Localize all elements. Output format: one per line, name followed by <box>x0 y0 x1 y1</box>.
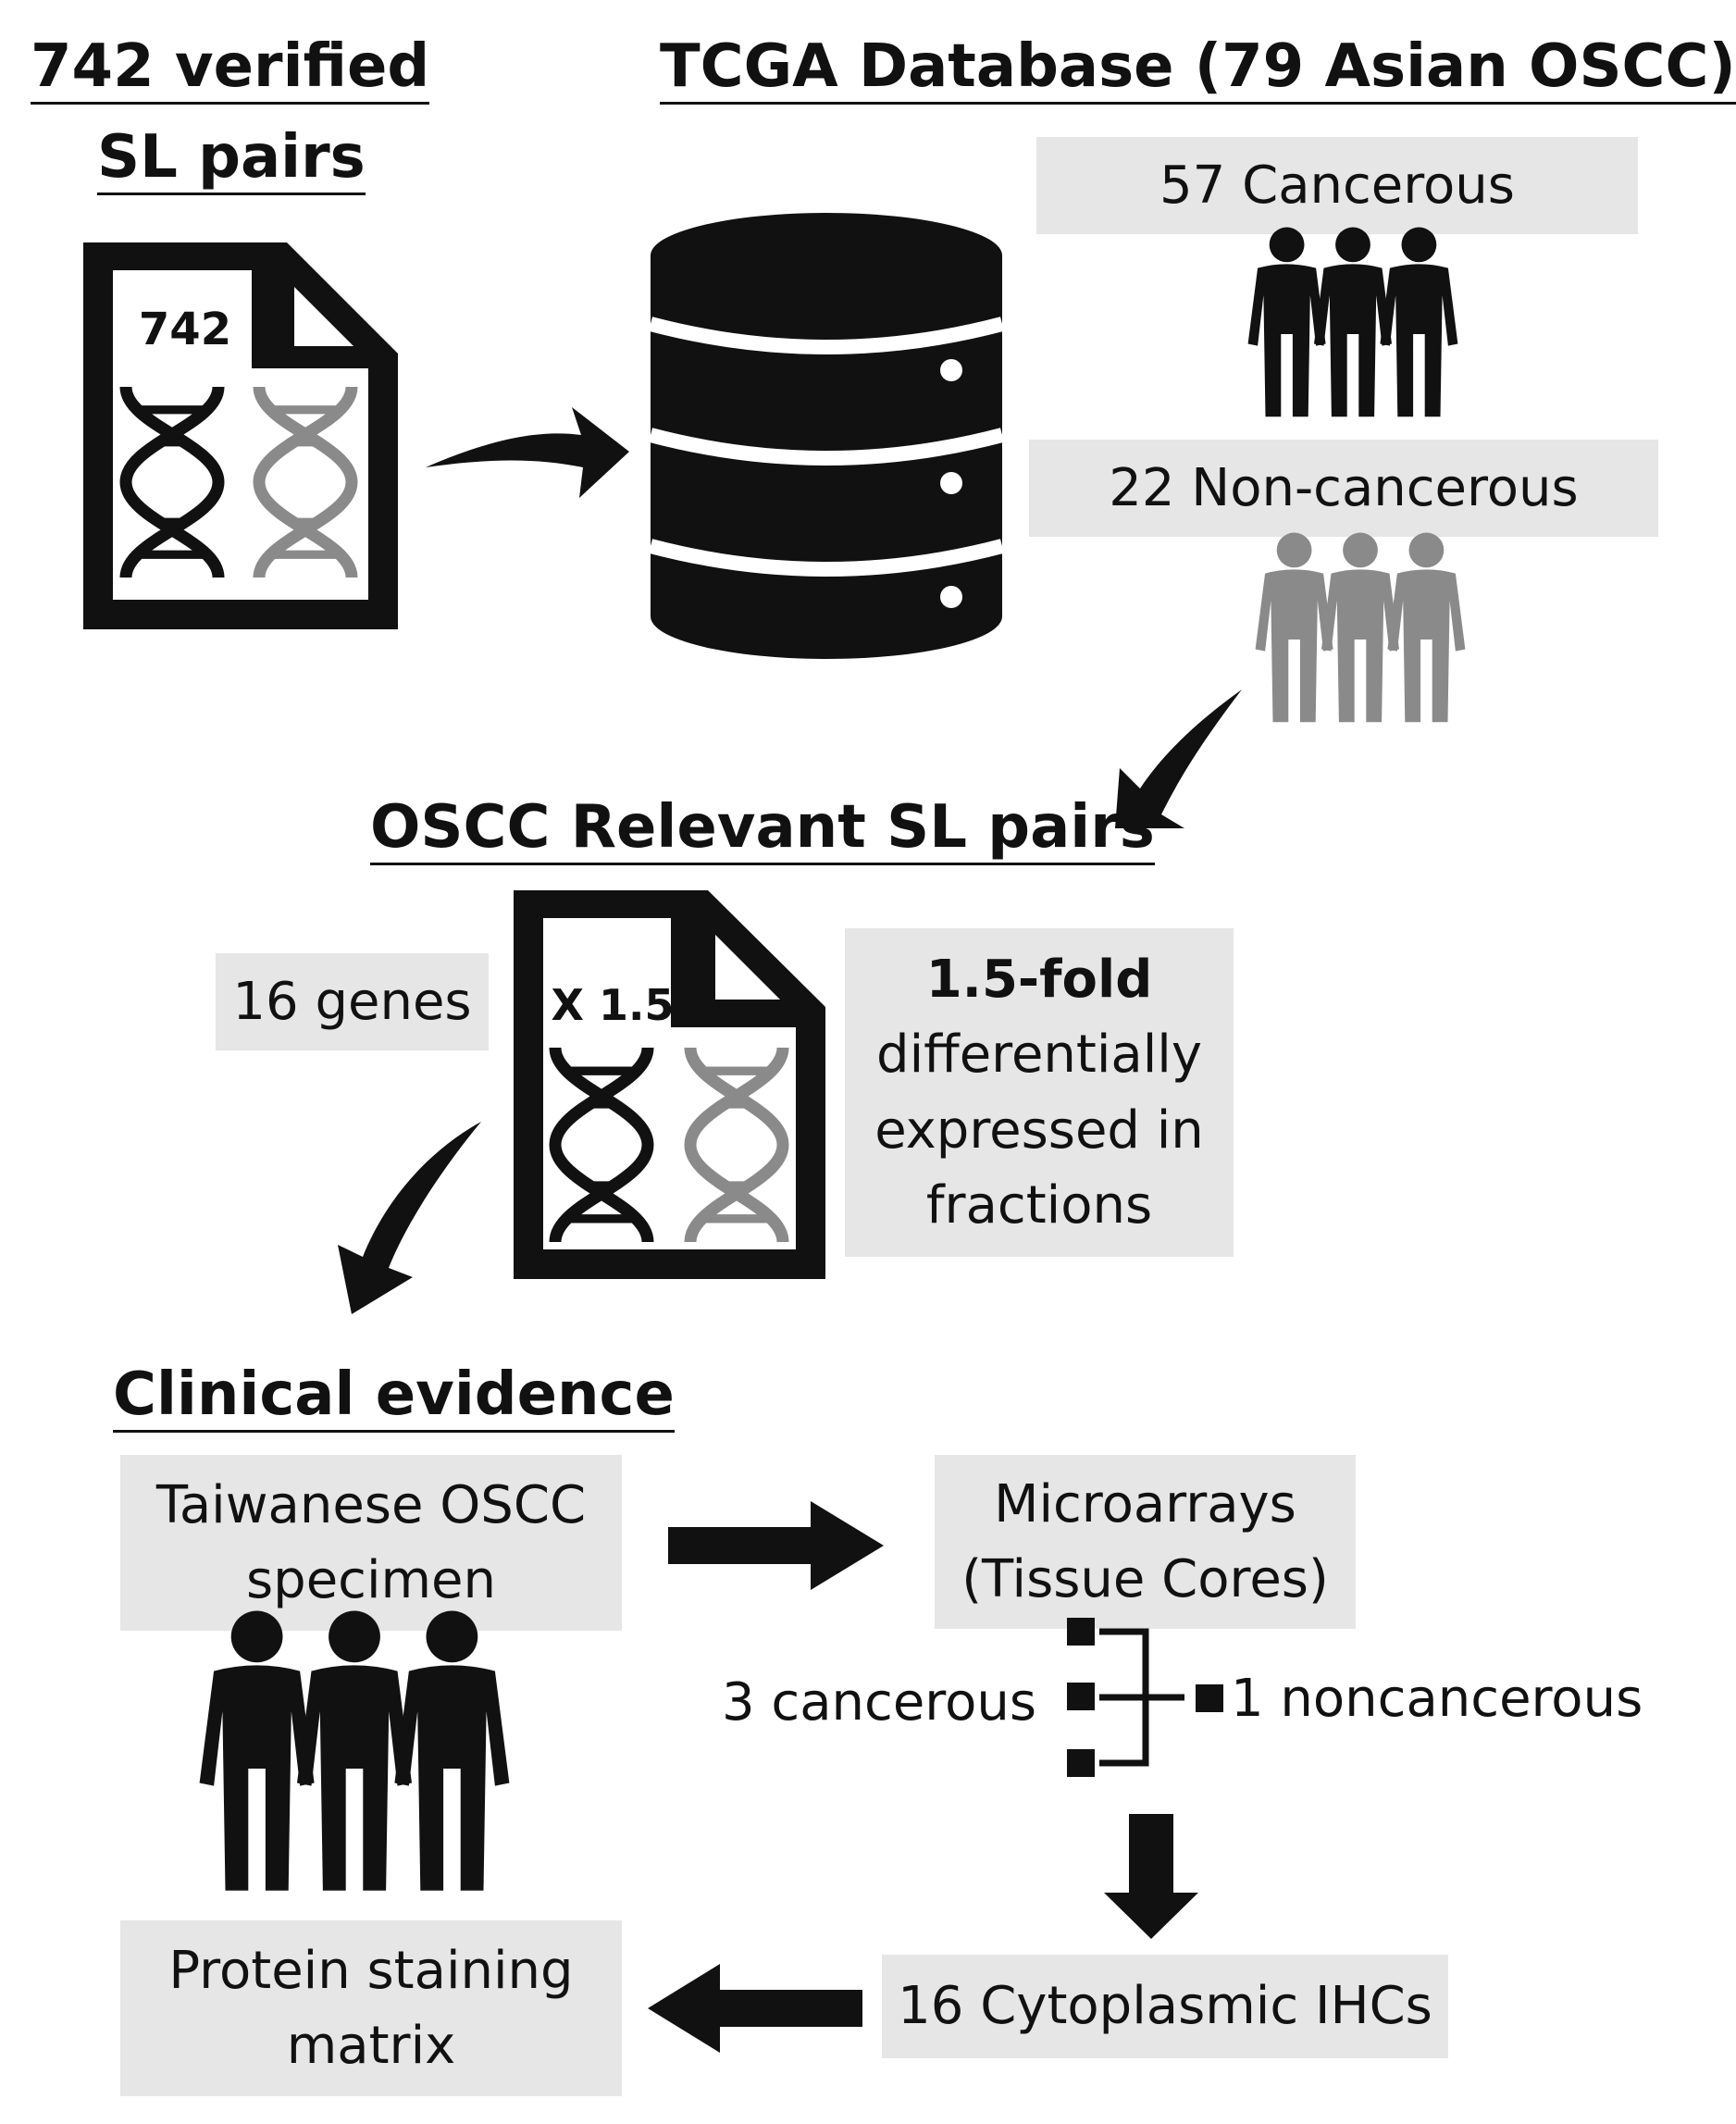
tissue-cores-icon <box>1067 1618 1223 1777</box>
staining-line1: Protein staining <box>168 1940 574 2001</box>
people-group-icon <box>1248 228 1458 417</box>
people-group-icon <box>1256 533 1466 723</box>
cores-noncancerous-label: 1 noncancerous <box>1231 1669 1643 1729</box>
fold-line4: fractions <box>925 1174 1153 1236</box>
fold-line3: expressed in <box>874 1099 1204 1161</box>
microarray-line1: Microarrays <box>994 1473 1296 1534</box>
arrow-icon <box>648 1964 862 2053</box>
specimen-line1: Taiwanese OSCC <box>155 1474 587 1535</box>
genes-label: 16 genes <box>232 971 472 1032</box>
fold-line2: differentially <box>876 1025 1202 1086</box>
people-group-icon <box>200 1611 510 1891</box>
doc1-label: 742 <box>139 304 231 355</box>
heading-verified-line1: 742 verified <box>31 37 430 105</box>
cores-cancerous-label: 3 cancerous <box>722 1672 1036 1733</box>
specimen-line2: specimen <box>245 1550 497 1610</box>
ihc-label: 16 Cytoplasmic IHCs <box>898 1976 1432 2037</box>
fold-line1: 1.5-fold <box>925 950 1153 1011</box>
document-dna-icon: X 1.5 <box>514 890 825 1279</box>
microarray-line2: (Tissue Cores) <box>961 1549 1329 1609</box>
non-cancerous-group-label: 22 Non-cancerous <box>1109 457 1579 518</box>
arrow-icon <box>668 1501 884 1590</box>
cancerous-group-box: 57 Cancerous <box>1036 137 1638 234</box>
arrow-icon <box>426 407 629 498</box>
heading-clinical: Clinical evidence <box>113 1365 675 1433</box>
fold-box: 1.5-fold differentially expressed in fra… <box>845 928 1234 1257</box>
document-dna-icon: 742 <box>83 242 398 629</box>
workflow-diagram: 742 verified SL pairs TCGA Database (79 … <box>31 37 1736 2096</box>
genes-box: 16 genes <box>216 953 489 1050</box>
heading-relevant: OSCC Relevant SL pairs <box>370 798 1155 865</box>
staining-box: Protein staining matrix <box>120 1920 622 2096</box>
specimen-box: Taiwanese OSCC specimen <box>120 1455 622 1631</box>
database-icon <box>648 213 1005 659</box>
heading-verified-line2: SL pairs <box>97 128 366 195</box>
arrow-icon <box>1104 1814 1198 1939</box>
diagram-graphics: 742 <box>83 213 1695 2053</box>
cancerous-group-label: 57 Cancerous <box>1159 155 1515 216</box>
microarray-box: Microarrays (Tissue Cores) <box>935 1455 1356 1629</box>
arrow-icon <box>338 1122 481 1314</box>
non-cancerous-group-box: 22 Non-cancerous <box>1029 440 1658 537</box>
ihc-box: 16 Cytoplasmic IHCs <box>882 1955 1448 2058</box>
heading-tcga: TCGA Database (79 Asian OSCC) <box>660 37 1736 105</box>
staining-line2: matrix <box>286 2016 456 2076</box>
doc2-label: X 1.5 <box>552 980 675 1030</box>
arrow-icon <box>1115 689 1242 828</box>
